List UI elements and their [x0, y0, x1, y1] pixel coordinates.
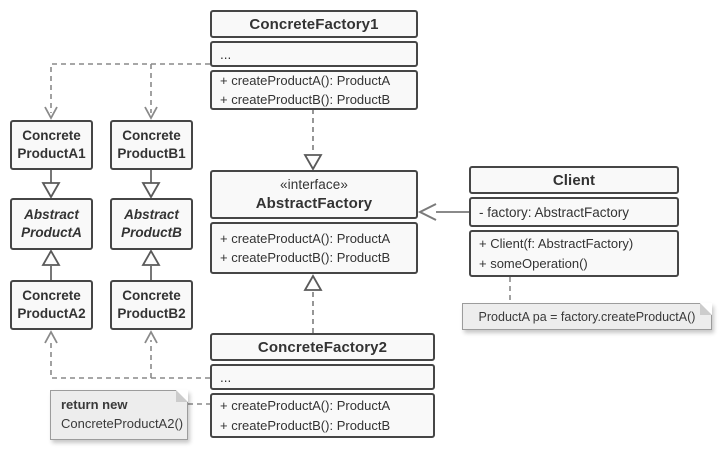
class-fields: ... [210, 364, 435, 390]
dependency-line-factory1-productA1 [50, 63, 210, 113]
class-title-line: ProductA [21, 225, 82, 240]
class-client: Client - factory: AbstractFactory + Clie… [469, 166, 679, 277]
class-methods: + createProductA(): ProductA + createPro… [210, 393, 435, 438]
method-item: + createProductA(): ProductA [220, 72, 391, 88]
class-title: ConcreteFactory1 [210, 10, 418, 38]
dependency-arrowhead-icon [144, 330, 158, 344]
hollow-triangle-icon [141, 182, 161, 199]
method-item: + createProductB(): ProductB [220, 92, 391, 107]
dependency-arrowhead-icon [44, 106, 58, 120]
class-abstract-product-a: Abstract ProductA [10, 198, 93, 250]
hollow-triangle-icon [41, 182, 61, 199]
dependency-arrowhead-icon [44, 330, 58, 344]
note-client-code: ProductA pa = factory.createProductA() [462, 303, 712, 330]
note-fold-icon [176, 390, 188, 402]
class-concrete-product-b1: Concrete ProductB1 [110, 120, 193, 170]
dependency-line-factory2-productA2 [50, 340, 210, 379]
class-fields: ... [210, 41, 418, 67]
method-item: + someOperation() [479, 255, 588, 271]
class-title-line: Concrete [22, 127, 81, 143]
method-item: + createProductB(): ProductB [220, 250, 391, 265]
interface-stereotype: «interface» [280, 176, 348, 192]
method-item: + createProductA(): ProductA [220, 230, 391, 246]
class-concrete-product-a1: Concrete ProductA1 [10, 120, 93, 170]
method-item: + Client(f: AbstractFactory) [479, 236, 634, 251]
class-title-line: Concrete [22, 287, 81, 303]
class-title-line: ProductA2 [17, 306, 86, 321]
note-text: ProductA pa = factory.createProductA() [478, 309, 696, 324]
hollow-triangle-icon [141, 249, 161, 266]
class-title-text: AbstractFactory [255, 194, 373, 212]
class-abstract-factory: «interface» AbstractFactory + createProd… [210, 170, 418, 274]
class-title-line: Concrete [122, 287, 181, 303]
class-title-line: ProductA1 [17, 146, 86, 161]
dependency-arrowhead-icon [144, 106, 158, 120]
class-abstract-product-b: Abstract ProductB [110, 198, 193, 250]
class-concrete-factory2: ConcreteFactory2 ... + createProductA():… [210, 333, 435, 438]
class-methods: + createProductA(): ProductA + createPro… [210, 222, 418, 274]
class-title: «interface» AbstractFactory [210, 170, 418, 219]
class-title-line: ProductB1 [117, 146, 186, 161]
class-title-line: Concrete [122, 127, 181, 143]
method-item: + createProductB(): ProductB [220, 417, 391, 433]
association-arrowhead-icon [417, 203, 437, 221]
class-concrete-product-b2: Concrete ProductB2 [110, 280, 193, 330]
class-concrete-product-a2: Concrete ProductA2 [10, 280, 93, 330]
class-methods: + createProductA(): ProductA + createPro… [210, 70, 418, 110]
class-title: Client [469, 166, 679, 194]
class-title: ConcreteFactory2 [210, 333, 435, 361]
hollow-triangle-icon [303, 154, 323, 171]
note-factory2-code: return new ConcreteProductA2() [50, 390, 188, 440]
class-methods: + Client(f: AbstractFactory) + someOpera… [469, 230, 679, 277]
class-title-line: ProductB [121, 225, 182, 240]
note-text-line: ConcreteProductA2() [61, 415, 184, 431]
class-concrete-factory1: ConcreteFactory1 ... + createProductA():… [210, 10, 418, 110]
class-title-line: ProductB2 [117, 306, 186, 321]
method-item: + createProductA(): ProductA [220, 398, 391, 413]
note-fold-icon [700, 303, 712, 315]
class-fields: - factory: AbstractFactory [469, 197, 679, 227]
hollow-triangle-icon [303, 274, 323, 291]
note-text-line: return new [61, 397, 128, 412]
class-title-line: Abstract [24, 206, 79, 222]
class-title-line: Abstract [124, 206, 179, 222]
hollow-triangle-icon [41, 249, 61, 266]
